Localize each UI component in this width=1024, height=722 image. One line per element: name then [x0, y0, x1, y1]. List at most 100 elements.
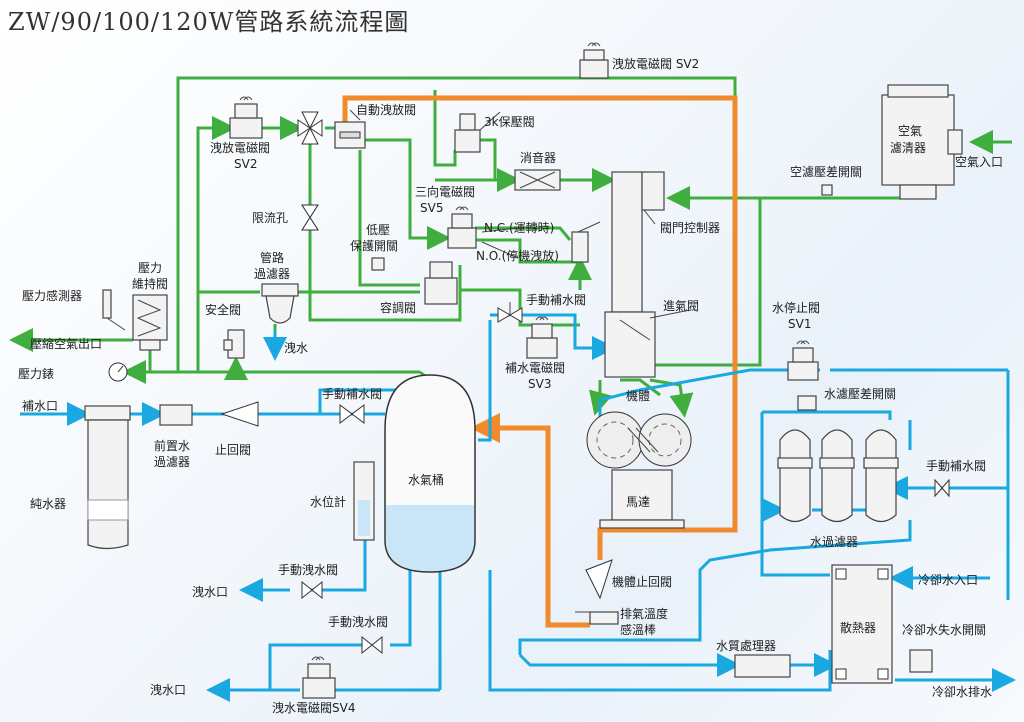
airend-rotors [586, 411, 692, 469]
label-manual-drain-2: 手動洩水閥 [328, 615, 388, 629]
label-water-treatment: 水質處理器 [716, 638, 776, 653]
air-dp-switch [821, 184, 833, 196]
label-sv5-2: SV5 [420, 201, 443, 215]
auto-vent-valve [334, 121, 366, 149]
label-auto-vent: 自動洩放閥 [356, 102, 416, 117]
label-drain-1: 洩水口 [192, 585, 228, 599]
manual-fill-valve-right [934, 478, 950, 498]
solenoid-sv2-left [229, 96, 263, 139]
pressure-gauge [108, 362, 128, 382]
label-3k-valve: 3k保壓閥 [484, 115, 535, 129]
label-manual-fill-mid: 手動補水閥 [322, 387, 382, 401]
label-cooling-out: 冷卻水排水 [932, 685, 992, 699]
low-pressure-switch [371, 257, 385, 271]
label-gauge: 壓力錶 [18, 366, 54, 381]
label-regulator: 容調閥 [380, 300, 416, 315]
label-orifice: 限流孔 [252, 211, 288, 225]
label-sv5-1: 三向電磁閥 [415, 184, 475, 199]
label-valve-controller: 閥門控制器 [660, 221, 720, 235]
label-check-valve: 止回閥 [215, 443, 251, 457]
solenoid-sv3 [526, 316, 558, 359]
solenoid-sv4 [302, 656, 336, 699]
label-air-inlet: 空氣入口 [955, 155, 1003, 169]
label-water-stop-1: 水停止閥 [772, 300, 820, 315]
air-piping [9, 76, 1012, 418]
label-prefilter-2: 過濾器 [154, 454, 190, 469]
label-nc: N.C.(運轉時) [484, 221, 554, 235]
manual-fill-valve-mid [339, 404, 365, 424]
label-drain-small: 洩水 [284, 341, 308, 355]
label-lp-switch-1: 低壓 [366, 223, 390, 237]
manual-fill-valve-top [497, 302, 523, 323]
capacity-regulator [424, 261, 458, 305]
label-lp-switch-2: 保護開關 [350, 238, 398, 253]
three-way-valve [297, 111, 323, 145]
label-line-filter-2: 過濾器 [254, 266, 290, 281]
water-prefilter [159, 404, 193, 426]
airend-check-valve [585, 559, 613, 600]
label-purifier: 純水器 [30, 497, 66, 511]
label-manual-fill-top: 手動補水閥 [526, 293, 586, 307]
solenoid-sv5 [447, 206, 477, 249]
label-temp-probe-2: 感溫棒 [620, 622, 656, 637]
label-sv2-left-1: 洩放電磁閥 [210, 140, 270, 155]
label-air-filter-1: 空氣 [898, 124, 922, 138]
label-drain-2: 洩水口 [150, 683, 186, 697]
intake-valve-body [604, 171, 665, 378]
label-airend: 機體 [626, 388, 650, 403]
manual-drain-valve-1 [301, 580, 323, 600]
pressure-maintaining-valve [132, 294, 168, 351]
pressure-sensor [102, 289, 126, 331]
safety-valve [223, 329, 245, 359]
cooling-loss-switch [909, 649, 933, 673]
label-line-filter-1: 管路 [260, 250, 284, 265]
label-cooling-loss: 冷卻水失水開關 [902, 622, 986, 637]
label-no: N.O.(停機洩放) [476, 248, 559, 263]
label-tank: 水氣桶 [408, 472, 444, 487]
label-pressure-hold-2: 維持閥 [132, 276, 168, 291]
water-treatment [734, 654, 791, 678]
labels: 洩放電磁閥 SV2 自動洩放閥 3k保壓閥 洩放電磁閥 SV2 空氣 濾清器 空… [18, 56, 1003, 715]
label-fill-solenoid-2: SV3 [528, 377, 551, 391]
water-dp-switch [797, 395, 817, 411]
line-filter [261, 283, 299, 324]
label-cooling-inlet: 冷卻水入口 [918, 573, 978, 587]
label-prefilter-1: 前置水 [154, 438, 190, 453]
label-airend-check: 機體止回閥 [612, 574, 672, 589]
label-water-dp-switch: 水濾壓差開關 [824, 386, 896, 401]
manual-drain-valve-2 [361, 635, 383, 655]
label-manual-fill-right: 手動補水閥 [926, 459, 986, 473]
diagram-title: ZW/90/100/120W管路系統流程圖 [8, 8, 409, 36]
temperature-probe [589, 611, 619, 625]
radiator [831, 564, 893, 684]
solenoid-sv2-top [579, 42, 609, 79]
orifice [301, 204, 319, 231]
label-sv2-left-2: SV2 [234, 157, 257, 171]
motor [599, 469, 685, 529]
label-sv2-top: 洩放電磁閥 SV2 [612, 56, 699, 71]
muffler [514, 169, 561, 191]
label-air-dp-switch: 空濾壓差開關 [790, 164, 862, 179]
label-muffler: 消音器 [520, 150, 556, 165]
label-temp-probe-1: 排氣溫度 [620, 606, 668, 621]
label-water-filter: 水過濾器 [810, 534, 858, 549]
k3-pressure-valve [454, 113, 481, 153]
water-air-tank [384, 374, 476, 573]
label-sv4: 洩水電磁閥SV4 [272, 700, 355, 715]
label-pressure-sensor: 壓力感測器 [22, 288, 82, 303]
label-water-inlet: 補水口 [22, 399, 58, 413]
label-fill-solenoid-1: 補水電磁閥 [505, 360, 565, 375]
label-water-stop-2: SV1 [788, 317, 811, 331]
label-manual-drain-1: 手動洩水閥 [278, 563, 338, 577]
level-gauge [353, 461, 375, 541]
hot-oil-piping [342, 95, 738, 628]
label-safety-valve: 安全閥 [205, 302, 241, 317]
label-radiator: 散熱器 [840, 620, 876, 635]
label-motor: 馬達 [626, 495, 650, 509]
label-intake-valve: 進氣閥 [663, 299, 699, 313]
check-valve [220, 401, 259, 427]
water-purifier [84, 405, 131, 550]
valve-actuator [571, 221, 601, 263]
